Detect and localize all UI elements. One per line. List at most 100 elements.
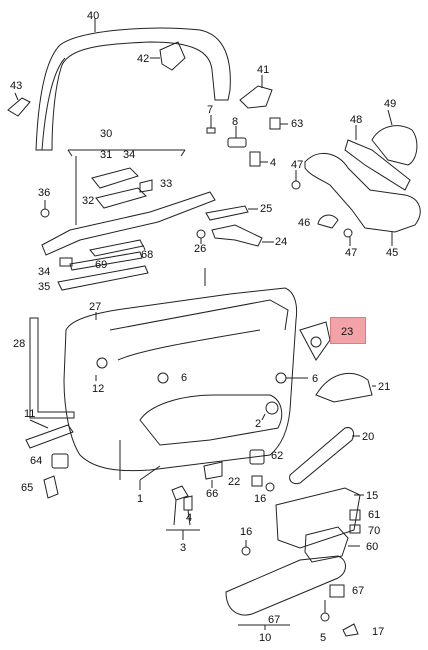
speaker-cover-23	[299, 321, 331, 361]
part-label-35: 35	[38, 281, 51, 293]
part-label-60: 60	[366, 541, 379, 553]
cover-41	[239, 75, 273, 109]
part-label-17: 17	[372, 626, 385, 638]
group-bracket-30	[67, 149, 186, 225]
clip-22	[251, 475, 263, 487]
strip-35	[57, 265, 149, 291]
trim-20	[289, 427, 360, 485]
part-label-23: 23	[341, 326, 354, 338]
screw-47a	[291, 170, 301, 190]
part-label-16b: 16	[240, 526, 253, 538]
part-label-67b: 67	[268, 614, 281, 626]
grab-handle-45	[304, 153, 421, 246]
part-label-4: 4	[270, 157, 277, 169]
part-label-48: 48	[350, 114, 363, 126]
part-label-30: 30	[100, 128, 113, 140]
part-label-49: 49	[384, 98, 397, 110]
part-label-21: 21	[378, 381, 391, 393]
clip-3	[166, 485, 200, 540]
part-label-67a: 67	[352, 585, 365, 597]
screw-5	[320, 600, 330, 622]
switch-31	[91, 167, 139, 189]
part-label-8: 8	[232, 116, 239, 128]
clip-8	[227, 126, 247, 148]
part-label-6a: 6	[181, 372, 188, 384]
cap-46	[317, 214, 339, 229]
clip-4	[249, 151, 268, 167]
clip-33	[139, 179, 153, 193]
bracket-49	[371, 109, 418, 166]
part-label-62: 62	[271, 450, 284, 462]
highlighted-part-23-box[interactable]: 23	[330, 317, 366, 344]
part-label-4b: 4	[186, 512, 193, 524]
handle-2	[261, 401, 279, 421]
part-label-68: 68	[141, 249, 154, 261]
cover-65	[43, 475, 59, 499]
part-label-25: 25	[260, 203, 273, 215]
part-label-26: 26	[194, 243, 207, 255]
clip-63	[269, 117, 288, 130]
screw-7	[206, 115, 216, 134]
part-label-5: 5	[320, 632, 327, 644]
clip-17	[342, 623, 359, 637]
part-label-3: 3	[180, 542, 187, 554]
part-label-12: 12	[92, 383, 105, 395]
part-label-61: 61	[368, 509, 381, 521]
window-trim-strip	[41, 191, 216, 256]
screw-16a	[265, 482, 275, 492]
rod-28	[29, 317, 75, 419]
strip-68	[89, 239, 146, 257]
part-label-7: 7	[207, 104, 214, 116]
part-label-63: 63	[291, 118, 304, 130]
part-label-69: 69	[95, 259, 108, 271]
part-label-6b: 6	[312, 373, 319, 385]
screw-6a	[157, 372, 169, 384]
part-label-66: 66	[206, 488, 219, 500]
part-label-22: 22	[228, 476, 241, 488]
part-label-11: 11	[24, 408, 36, 420]
bracket-24	[196, 224, 274, 247]
switch-64	[51, 453, 69, 469]
part-label-15: 15	[366, 490, 379, 502]
switch-32	[95, 187, 147, 209]
part-label-43: 43	[10, 80, 23, 92]
part-label-20: 20	[362, 431, 375, 443]
part-label-46: 46	[298, 217, 311, 229]
switch-panel-15	[275, 487, 364, 549]
part-label-31: 31	[100, 149, 113, 161]
part-label-64: 64	[30, 455, 43, 467]
clip-62	[249, 449, 265, 465]
part-label-16a: 16	[254, 493, 267, 505]
part-label-2: 2	[255, 418, 262, 430]
clip-70	[349, 524, 361, 534]
strip-25	[205, 205, 258, 221]
light-11	[25, 419, 74, 449]
armrest-10	[225, 555, 346, 630]
frame-trim-40	[35, 18, 231, 151]
bracket-43	[7, 92, 31, 117]
clip-67	[329, 584, 345, 598]
part-label-47b: 47	[345, 247, 358, 259]
clip-34b	[59, 257, 73, 267]
part-label-28: 28	[13, 338, 26, 350]
screw-47b	[343, 228, 353, 246]
bracket-48	[344, 125, 411, 191]
part-label-42: 42	[137, 53, 150, 65]
strip-69	[69, 251, 143, 271]
part-label-47a: 47	[291, 159, 304, 171]
part-label-24: 24	[275, 236, 288, 248]
part-label-33: 33	[160, 178, 173, 190]
part-label-65: 65	[21, 482, 34, 494]
clip-61	[349, 509, 361, 521]
part-label-34a: 34	[123, 149, 136, 161]
part-label-45: 45	[386, 247, 399, 259]
part-label-41: 41	[257, 64, 270, 76]
door-panel-27	[63, 268, 298, 490]
cover-66	[203, 461, 223, 488]
part-label-34b: 34	[38, 266, 51, 278]
part-label-10: 10	[259, 632, 272, 644]
switch-60	[304, 526, 360, 563]
screw-6b	[275, 372, 308, 384]
screw-16b	[241, 540, 251, 556]
